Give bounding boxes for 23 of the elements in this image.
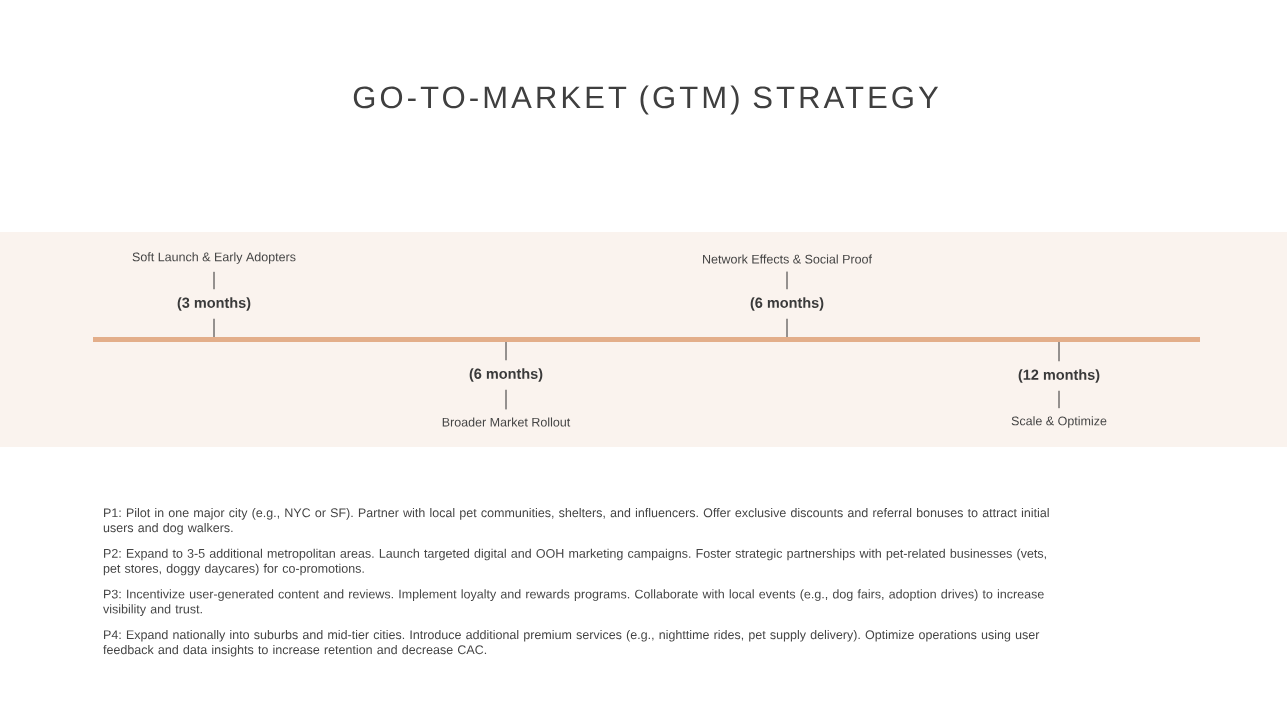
duration-label: (3 months): [177, 297, 251, 311]
connector-line: [505, 389, 507, 410]
phase-description: P3: Incentivize user-generated content and reviews. Implement loyalty and rewards programs. Collaborate with local events (e.g., dog fairs, adoption drives) to increase visibility and trust.: [103, 589, 1044, 616]
connector-line: [786, 318, 788, 338]
title: GO-TO-MARKET (GTM) STRATEGY: [353, 85, 939, 115]
background-band: [0, 232, 1287, 447]
connector-line: [1058, 390, 1060, 409]
connector-line: [786, 271, 788, 290]
phase-label: Broader Market Rollout: [442, 417, 571, 427]
connector-line: [505, 341, 507, 361]
duration-label: (6 months): [750, 297, 824, 311]
connector-line: [1058, 341, 1060, 362]
phase-label: Network Effects & Social Proof: [703, 254, 872, 264]
duration-label: (12 months): [1018, 369, 1100, 383]
phase-description: P4: Expand nationally into suburbs and mid-tier cities. Introduce additional premium services (e.g., nighttime rides, pet supply delivery). Optimize operations using user feedback and data insights to increase retention and decrease CAC.: [103, 629, 1040, 657]
phase-label: Soft Launch & Early Adopters: [132, 252, 296, 264]
timeline-bar: [93, 337, 1200, 342]
phase-label: Scale & Optimize: [1011, 416, 1107, 428]
connector-line: [213, 271, 215, 290]
phase-description: P2: Expand to 3-5 additional metropolitan areas. Launch targeted digital and OOH marketing campaigns. Foster strategic partnerships with pet-related businesses (vets, pet stores, doggy daycares) for co-promotions.: [103, 548, 1046, 576]
phase-description: P1: Pilot in one major city (e.g., NYC or SF). Partner with local pet communities, shelters, and influencers. Offer exclusive discounts and referral bonuses to attract initial users and dog walkers.: [103, 508, 1049, 535]
duration-label: (6 months): [469, 368, 543, 382]
connector-line: [213, 318, 215, 338]
